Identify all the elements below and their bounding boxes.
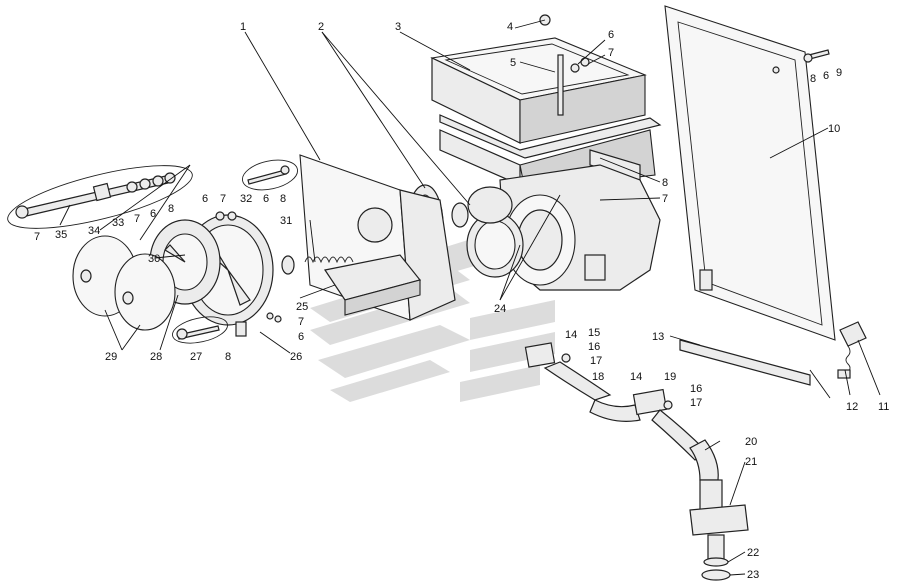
- part-27-bolt: [172, 316, 228, 344]
- part-35-shaft: [7, 165, 193, 229]
- callout-19: 19: [664, 371, 676, 383]
- callout-8-mid: 8: [662, 177, 668, 189]
- callout-6-c: 6: [263, 193, 269, 205]
- callout-7-b: 7: [134, 213, 140, 225]
- callout-28: 28: [150, 351, 162, 363]
- callout-31: 31: [280, 215, 292, 227]
- part-31-spring: [281, 255, 354, 275]
- callout-18: 18: [592, 371, 604, 383]
- callout-6-d: 6: [298, 331, 304, 343]
- part-nuts-left: [215, 211, 282, 323]
- callout-7: 7: [608, 47, 614, 59]
- part-24-fan-housing: [466, 164, 661, 291]
- callout-33: 33: [112, 217, 124, 229]
- callout-13: 13: [652, 331, 664, 343]
- callout-9: 9: [836, 67, 842, 79]
- callout-14: 14: [565, 329, 577, 341]
- callout-27: 27: [190, 351, 202, 363]
- callout-7-c: 7: [220, 193, 226, 205]
- callout-24: 24: [494, 303, 506, 315]
- leader-lines: [59, 19, 881, 576]
- callout-10: 10: [828, 123, 840, 135]
- callout-3: 3: [395, 21, 401, 33]
- part-9-bolt: [803, 49, 830, 63]
- callout-29: 29: [105, 351, 117, 363]
- callout-15: 15: [588, 327, 600, 339]
- callout-17: 17: [590, 355, 602, 367]
- callout-8-c: 8: [225, 351, 231, 363]
- callout-6-a: 6: [150, 208, 156, 220]
- callout-1: 1: [240, 21, 246, 33]
- part-29-plates: [72, 235, 176, 331]
- callout-20: 20: [745, 436, 757, 448]
- callout-6-b: 6: [202, 193, 208, 205]
- callout-11: 11: [878, 401, 889, 413]
- callout-26: 26: [290, 351, 302, 363]
- callout-17-lower: 17: [690, 397, 702, 409]
- part-hose-assembly: [524, 342, 749, 581]
- callout-7-a: 7: [34, 231, 40, 243]
- callout-labels: 1 2 3 4 5 6 7 8 6 9 10 8 7 24 13 11 12 1…: [34, 21, 889, 581]
- callout-16-lower: 16: [690, 383, 702, 395]
- callout-8-b: 8: [280, 193, 286, 205]
- callout-8: 8: [810, 73, 816, 85]
- part-11-latch: [837, 321, 867, 379]
- callout-16: 16: [588, 341, 600, 353]
- callout-7-d: 7: [298, 316, 304, 328]
- callout-2: 2: [318, 21, 324, 33]
- callout-4: 4: [507, 21, 513, 33]
- callout-5: 5: [510, 57, 516, 69]
- part-top-hardware: [539, 14, 590, 73]
- callout-14-lower: 14: [630, 371, 642, 383]
- callout-12: 12: [846, 401, 858, 413]
- callout-23: 23: [747, 569, 759, 581]
- callout-35: 35: [55, 229, 67, 241]
- callout-6-right: 6: [823, 70, 829, 82]
- callout-22: 22: [747, 547, 759, 559]
- callout-6: 6: [608, 29, 614, 41]
- part-32-bolt: [242, 159, 298, 191]
- callout-32: 32: [240, 193, 252, 205]
- callout-21: 21: [745, 456, 757, 468]
- callout-8-a: 8: [168, 203, 174, 215]
- callout-25: 25: [296, 301, 308, 313]
- part-25-tray: [324, 254, 422, 316]
- callout-7-mid: 7: [662, 193, 668, 205]
- callout-30: 30: [148, 253, 160, 265]
- part-10-plate: [664, 5, 836, 341]
- part-13-strip: [679, 339, 811, 386]
- callout-34: 34: [88, 225, 100, 237]
